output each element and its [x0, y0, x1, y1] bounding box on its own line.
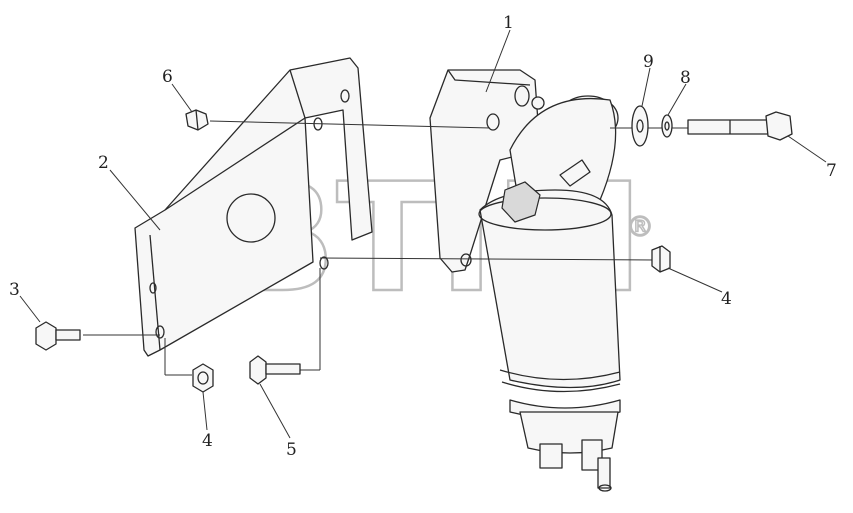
- spring-washer-part-8: [661, 114, 673, 138]
- hex-nut-part-6: [185, 109, 209, 131]
- long-bolt-part-7: [687, 111, 793, 141]
- callout-7: 7: [826, 161, 837, 181]
- callout-4-right: 4: [721, 289, 732, 309]
- callout-8: 8: [680, 68, 691, 88]
- washer-part-9: [631, 105, 649, 147]
- bolt-part-5: [249, 355, 301, 385]
- hex-nut-part-4-lower: [192, 363, 214, 393]
- callout-9: 9: [643, 52, 654, 72]
- callout-labels: 1 2 3 4 4 5 6 7 8 9: [9, 13, 837, 460]
- callout-2: 2: [98, 153, 109, 173]
- callout-6: 6: [162, 67, 173, 87]
- watermark-registered-mark: ®: [626, 210, 654, 243]
- bolt-part-3: [35, 321, 81, 351]
- callout-3: 3: [9, 280, 20, 300]
- hex-nut-part-4-right: [651, 245, 671, 273]
- assembly-axes: [83, 120, 690, 376]
- callout-5: 5: [286, 440, 297, 460]
- fuel-filter-part-1: [429, 69, 621, 492]
- callout-4-lower: 4: [202, 431, 213, 451]
- callout-leaders: [19, 29, 827, 439]
- callout-1: 1: [503, 13, 514, 33]
